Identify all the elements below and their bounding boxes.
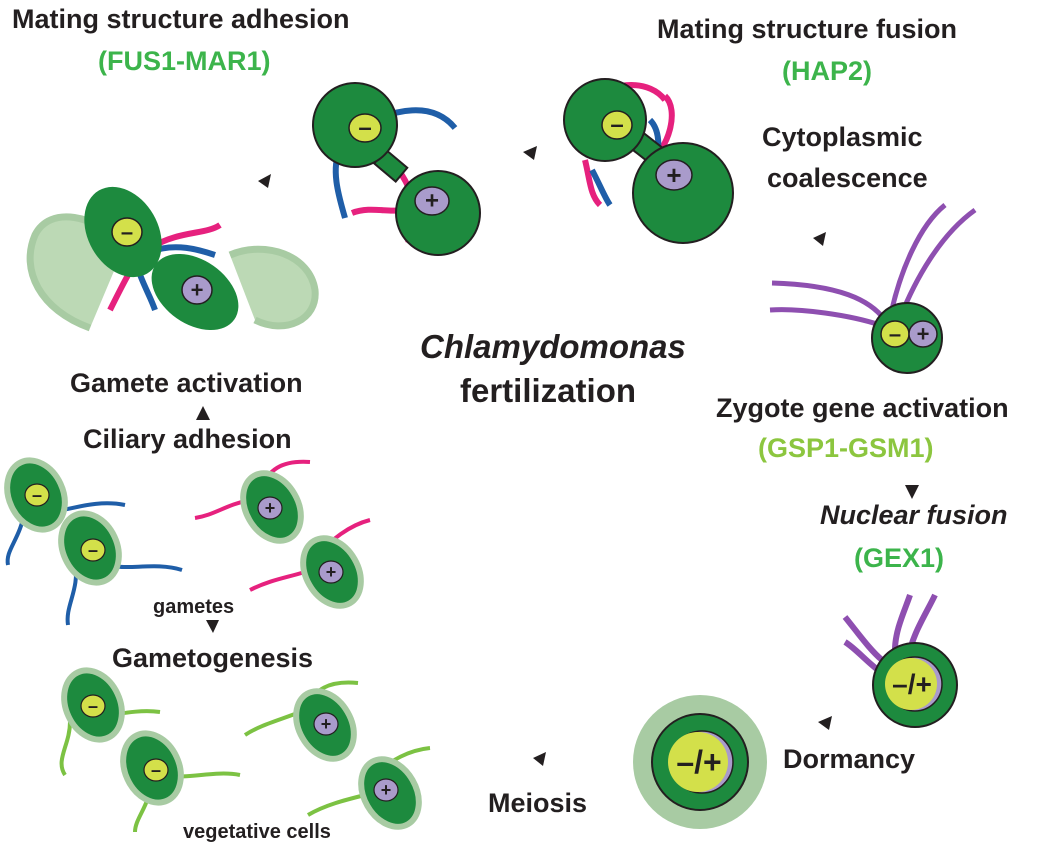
minus-sign: – bbox=[151, 760, 161, 780]
label-mating-fusion: Mating structure fusion bbox=[657, 14, 957, 44]
minus-sign: – bbox=[88, 696, 98, 716]
plus-sign: + bbox=[666, 160, 681, 190]
arrow-head-1 bbox=[258, 174, 271, 188]
arrow-head-4 bbox=[905, 485, 919, 499]
arrow-head-7 bbox=[206, 620, 219, 633]
nuclear-fusion-zygote: –/+ bbox=[842, 593, 958, 728]
minus-sign: – bbox=[88, 540, 98, 560]
label-cytoplasmic: Cytoplasmic bbox=[762, 122, 923, 152]
label-coalescence: coalescence bbox=[767, 163, 928, 193]
mating-fusion-cell-pair: – + bbox=[563, 78, 734, 244]
quadriflagellate-zygote: – + bbox=[769, 203, 977, 374]
plus-sign: + bbox=[917, 322, 930, 347]
label-zygote-gene-activation: Zygote gene activation bbox=[716, 393, 1009, 423]
mating-adhesion-cell-pair: – + bbox=[312, 82, 481, 256]
plus-sign: + bbox=[321, 714, 332, 734]
plus-sign: + bbox=[191, 278, 204, 303]
label-gametogenesis: Gametogenesis bbox=[112, 643, 313, 673]
plus-sign: + bbox=[425, 188, 439, 215]
arrow-head-5 bbox=[818, 716, 832, 730]
label-gamete-activation: Gamete activation bbox=[70, 368, 303, 398]
diploid-sign: –/+ bbox=[892, 669, 932, 700]
label-nuclear-fusion: Nuclear fusion bbox=[820, 500, 1008, 530]
label-gex1: (GEX1) bbox=[854, 543, 944, 573]
plus-gametes: + + bbox=[194, 459, 371, 609]
label-meiosis: Meiosis bbox=[488, 788, 587, 818]
plus-sign: + bbox=[381, 780, 392, 800]
arrow-head-6 bbox=[533, 752, 546, 766]
vegetative-plus-cells: + + bbox=[243, 680, 431, 830]
vegetative-minus-cells: – – bbox=[59, 667, 241, 833]
label-gametes: gametes bbox=[153, 596, 234, 618]
label-hap2: (HAP2) bbox=[782, 56, 872, 86]
minus-sign: – bbox=[889, 322, 901, 347]
minus-sign: – bbox=[358, 115, 371, 142]
label-fus1-mar1: (FUS1-MAR1) bbox=[98, 46, 271, 76]
diagram-title-line2: fertilization bbox=[460, 372, 636, 409]
minus-sign: – bbox=[610, 112, 623, 139]
label-ciliary-adhesion: Ciliary adhesion bbox=[83, 424, 292, 454]
minus-gametes: – – bbox=[4, 457, 183, 626]
plus-sign: + bbox=[326, 562, 337, 582]
activated-gametes: – + bbox=[26, 186, 319, 332]
diploid-sign: –/+ bbox=[676, 744, 721, 780]
plus-sign: + bbox=[265, 498, 276, 518]
label-dormancy: Dormancy bbox=[783, 744, 915, 774]
label-gsp1-gsm1: (GSP1-GSM1) bbox=[758, 433, 934, 463]
arrow-head-3 bbox=[813, 232, 826, 246]
label-mating-adhesion: Mating structure adhesion bbox=[12, 4, 350, 34]
diagram-title-line1: Chlamydomonas bbox=[420, 328, 686, 365]
dormant-zygospore: –/+ bbox=[633, 695, 767, 829]
label-vegetative-cells: vegetative cells bbox=[183, 821, 331, 843]
minus-sign: – bbox=[121, 220, 133, 245]
arrow-head-2 bbox=[523, 146, 537, 160]
arrow-head-8 bbox=[196, 406, 210, 420]
minus-sign: – bbox=[32, 485, 42, 505]
